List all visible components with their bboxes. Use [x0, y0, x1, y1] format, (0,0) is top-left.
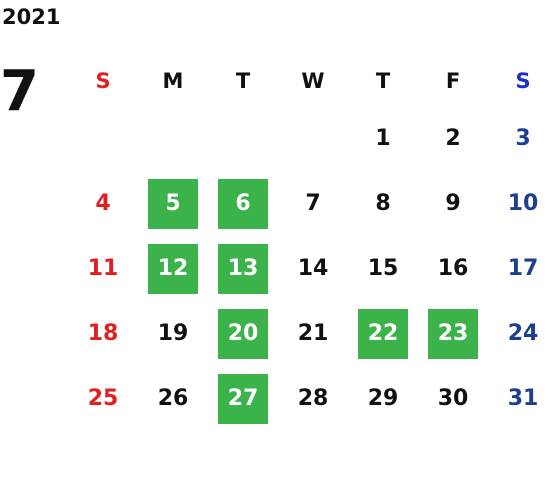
- highlighted-day[interactable]: 6: [218, 178, 268, 229]
- calendar-day[interactable]: 2: [445, 126, 461, 151]
- day-cell: 27: [208, 366, 278, 431]
- day-cell: 9: [418, 171, 488, 236]
- calendar-day[interactable]: 7: [305, 191, 321, 216]
- calendar-day[interactable]: 30: [437, 386, 469, 411]
- calendar-day[interactable]: 19: [157, 321, 189, 346]
- day-cell: [278, 106, 348, 171]
- calendar-day[interactable]: 18: [87, 321, 119, 346]
- weekday-header-thursday: T: [375, 69, 391, 93]
- day-cell: 6: [208, 171, 278, 236]
- highlighted-day[interactable]: 22: [358, 308, 408, 359]
- highlighted-day[interactable]: 20: [218, 308, 268, 359]
- weekday-header-friday: F: [445, 69, 461, 93]
- highlighted-day[interactable]: 23: [428, 308, 478, 359]
- day-cell: 24: [488, 301, 548, 366]
- calendar-day[interactable]: 29: [367, 386, 399, 411]
- day-cell: 1: [348, 106, 418, 171]
- calendar-day[interactable]: 16: [437, 256, 469, 281]
- calendar-day[interactable]: 17: [507, 256, 539, 281]
- day-cell: 4: [68, 171, 138, 236]
- weekday-header-tuesday: T: [235, 69, 251, 93]
- calendar-day[interactable]: 15: [367, 256, 399, 281]
- highlighted-day[interactable]: 5: [148, 178, 198, 229]
- day-cell: 19: [138, 301, 208, 366]
- day-cell: [138, 106, 208, 171]
- calendar-day[interactable]: 14: [297, 256, 329, 281]
- calendar-day[interactable]: 10: [507, 191, 539, 216]
- month-label: 7: [0, 59, 39, 124]
- day-cell: 2: [418, 106, 488, 171]
- calendar-day[interactable]: 21: [297, 321, 329, 346]
- weekday-header-sunday: S: [95, 69, 111, 93]
- calendar-day[interactable]: 1: [375, 126, 391, 151]
- day-cell: 22: [348, 301, 418, 366]
- day-cell: 10: [488, 171, 548, 236]
- weekday-header-monday: M: [162, 69, 184, 93]
- day-cell: 11: [68, 236, 138, 301]
- day-cell: 14: [278, 236, 348, 301]
- day-cell: 31: [488, 366, 548, 431]
- day-cell: 13: [208, 236, 278, 301]
- calendar-day[interactable]: 4: [95, 191, 111, 216]
- day-cell: 18: [68, 301, 138, 366]
- day-cell: 28: [278, 366, 348, 431]
- calendar-day[interactable]: 3: [515, 126, 531, 151]
- day-cell: [68, 106, 138, 171]
- calendar-day[interactable]: 8: [375, 191, 391, 216]
- calendar-day[interactable]: 25: [87, 386, 119, 411]
- weekday-header-wednesday: W: [301, 69, 325, 93]
- day-cell: 26: [138, 366, 208, 431]
- calendar-day[interactable]: 26: [157, 386, 189, 411]
- calendar-day[interactable]: 31: [507, 386, 539, 411]
- calendar-day[interactable]: 28: [297, 386, 329, 411]
- day-cell: 16: [418, 236, 488, 301]
- calendar-day[interactable]: 24: [507, 321, 539, 346]
- highlighted-day[interactable]: 27: [218, 373, 268, 424]
- day-cell: 20: [208, 301, 278, 366]
- day-cell: 30: [418, 366, 488, 431]
- calendar-day[interactable]: 11: [87, 256, 119, 281]
- year-label: 2021: [2, 5, 61, 29]
- calendar-day[interactable]: 9: [445, 191, 461, 216]
- day-cell: 8: [348, 171, 418, 236]
- day-cell: 12: [138, 236, 208, 301]
- day-cell: 15: [348, 236, 418, 301]
- weekday-header-saturday: S: [515, 69, 531, 93]
- day-cell: 7: [278, 171, 348, 236]
- day-cell: 21: [278, 301, 348, 366]
- day-cell: 29: [348, 366, 418, 431]
- day-cell: 23: [418, 301, 488, 366]
- day-cell: 3: [488, 106, 548, 171]
- day-cell: 17: [488, 236, 548, 301]
- day-cell: [208, 106, 278, 171]
- highlighted-day[interactable]: 13: [218, 243, 268, 294]
- day-cell: 5: [138, 171, 208, 236]
- day-cell: 25: [68, 366, 138, 431]
- highlighted-day[interactable]: 12: [148, 243, 198, 294]
